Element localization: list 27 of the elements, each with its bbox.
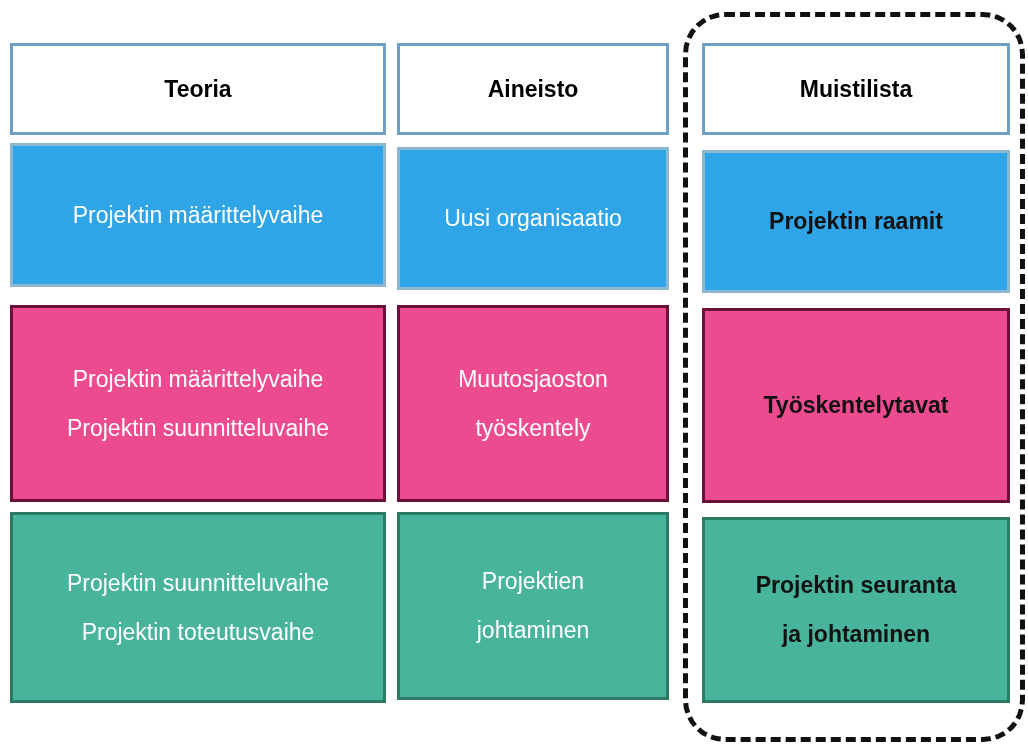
topic-text: Projektin raamit [768,207,944,236]
dashed-frame [683,12,1025,742]
column-heading: Muistilista [798,74,914,104]
topic-box [10,512,386,703]
topic-box [397,305,669,502]
topic-text: Projektin määrittelyvaihe [71,364,325,394]
topic-box [10,305,386,502]
topic-text: Projektien johtaminen [475,567,591,645]
topic-text: Työskentelytavat [762,391,950,420]
topic-box [397,512,669,700]
header-box [397,43,669,135]
topic-box [702,308,1010,503]
topic-text: Projektin suunnitteluvaihe [65,413,331,443]
topic-text: Projektin suunnitteluvaihe [65,568,331,598]
topic-text: Uusi organisaatio [443,204,623,233]
topic-text: Muutosjaoston työskentely [457,364,609,443]
topic-box [10,143,386,287]
topic-text: Projektin toteutusvaihe [80,617,316,647]
topic-box [397,147,669,290]
column-heading: Aineisto [486,74,580,104]
column-heading: Teoria [163,74,233,104]
header-box [10,43,386,135]
topic-box [702,517,1010,703]
header-box [702,43,1010,135]
topic-text: Projektin määrittelyvaihe [71,200,325,230]
topic-text: Projektin seuranta ja johtaminen [754,571,958,649]
topic-box [702,150,1010,293]
